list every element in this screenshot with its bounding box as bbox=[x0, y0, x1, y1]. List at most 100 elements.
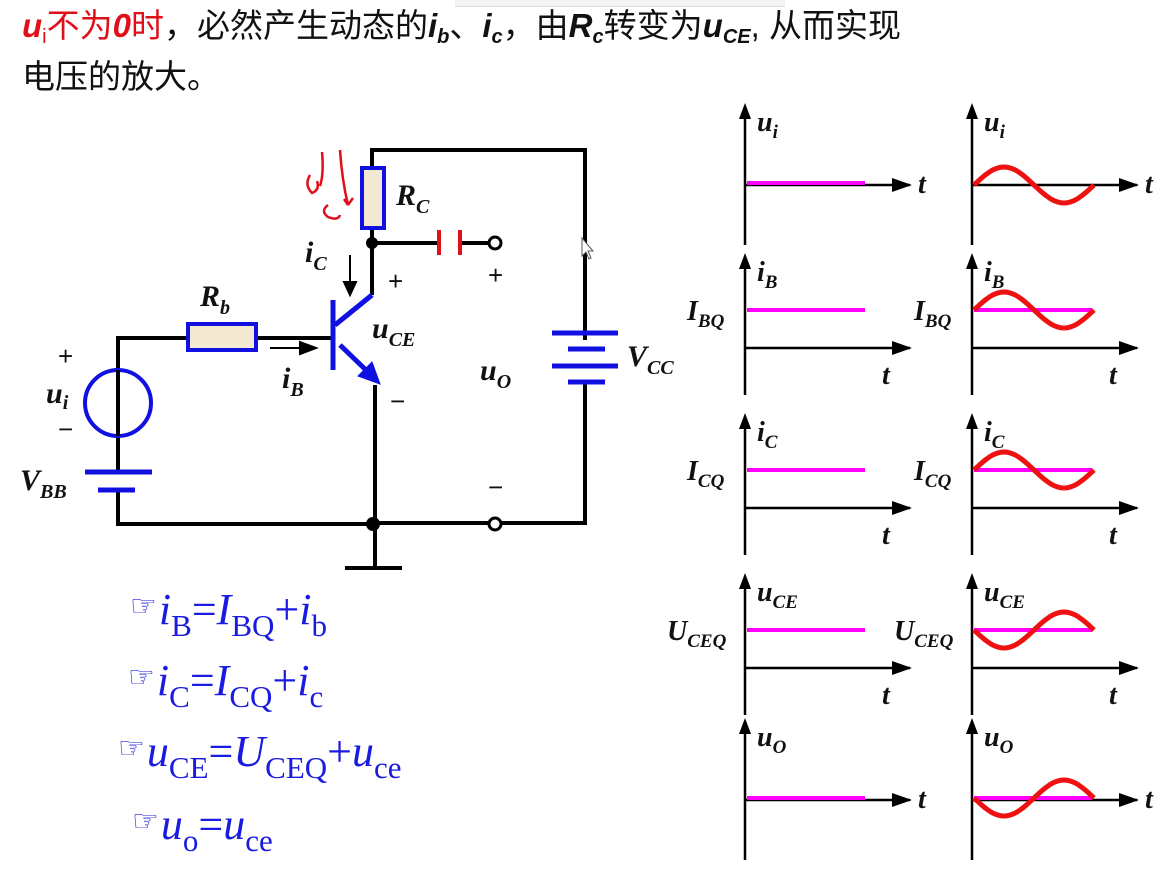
label-uce: uCE bbox=[372, 312, 415, 351]
y-axis-arrow-icon bbox=[739, 253, 751, 269]
x-axis-arrow-icon bbox=[892, 501, 912, 515]
sign-uce-plus: + bbox=[388, 266, 403, 296]
output-terminal-plus bbox=[487, 235, 503, 251]
waveform-static-ui: ui t bbox=[739, 103, 927, 245]
axis-label-iC: iC bbox=[757, 417, 778, 453]
ac-signal-curve bbox=[972, 777, 1096, 819]
x-axis-arrow-icon bbox=[1119, 178, 1139, 192]
quiescent-label-IBQ: IBQ bbox=[913, 296, 952, 332]
axis-label-uCE: uCE bbox=[757, 577, 798, 613]
label-vcc: VCC bbox=[627, 340, 674, 379]
formula-uce: ☞uCE=UCEQ+uce bbox=[118, 727, 402, 786]
label-ic: iC bbox=[305, 236, 327, 275]
quiescent-label-UCEQ: UCEQ bbox=[894, 616, 954, 652]
formula-ic: ☞iC=ICQ+ic bbox=[128, 656, 324, 715]
quiescent-label-ICQ: ICQ bbox=[913, 456, 952, 492]
ac-signal-curve bbox=[972, 609, 1096, 651]
label-ib: iB bbox=[282, 362, 304, 401]
formula-uo: ☞uo=uce bbox=[132, 800, 273, 859]
axis-label-t: t bbox=[1109, 680, 1118, 711]
waveform-dynamic-iC: iC t ICQ bbox=[913, 413, 1139, 555]
axis-label-t: t bbox=[1109, 360, 1118, 391]
transistor-npn-icon bbox=[330, 293, 381, 385]
axis-label-iB: iB bbox=[984, 257, 1004, 293]
x-axis-arrow-icon bbox=[892, 793, 912, 807]
x-axis-arrow-icon bbox=[1119, 341, 1139, 355]
pointing-hand-icon: ☞ bbox=[128, 661, 155, 694]
sign-ui-plus: + bbox=[58, 341, 73, 371]
mouse-cursor-icon bbox=[581, 236, 595, 260]
arrow-ib-icon bbox=[270, 340, 319, 356]
label-rc: RC bbox=[395, 179, 430, 218]
axis-label-t: t bbox=[1109, 520, 1118, 551]
x-axis-arrow-icon bbox=[892, 178, 912, 192]
y-axis-arrow-icon bbox=[966, 413, 978, 429]
pointing-hand-icon: ☞ bbox=[118, 732, 145, 765]
wire-left-top bbox=[116, 336, 187, 375]
formula-ib: ☞iB=IBQ+ib bbox=[130, 585, 327, 644]
axis-label-t: t bbox=[1145, 169, 1154, 200]
y-axis-arrow-icon bbox=[966, 103, 978, 119]
window-top-strip bbox=[455, 0, 785, 7]
pointing-hand-icon: ☞ bbox=[130, 590, 157, 623]
label-vbb: VBB bbox=[20, 464, 67, 503]
waveform-static-iC: iC t ICQ bbox=[686, 413, 912, 555]
x-axis-arrow-icon bbox=[892, 341, 912, 355]
headline-text: ，必然产生动态的 bbox=[163, 7, 428, 44]
resistor-rc bbox=[360, 166, 386, 230]
resistor-rb bbox=[186, 322, 258, 352]
axis-label-uO: uO bbox=[757, 722, 787, 758]
headline: ui不为0时，必然产生动态的ib、ic，由Rc转变为uCE, 从而实现 电压的放… bbox=[22, 7, 901, 95]
pointing-hand-icon: ☞ bbox=[132, 805, 159, 838]
sign-uo-plus: + bbox=[488, 260, 503, 290]
x-axis-arrow-icon bbox=[892, 661, 912, 675]
capacitor-icon bbox=[437, 230, 462, 255]
axis-label-ui: ui bbox=[757, 107, 779, 143]
handwritten-ic-annotation bbox=[306, 149, 355, 220]
battery-vcc-icon bbox=[552, 330, 618, 385]
y-axis-arrow-icon bbox=[739, 103, 751, 119]
y-axis-arrow-icon bbox=[966, 573, 978, 589]
y-axis-arrow-icon bbox=[966, 253, 978, 269]
junction-collector bbox=[366, 237, 378, 249]
x-axis-arrow-icon bbox=[1119, 501, 1139, 515]
x-axis-arrow-icon bbox=[1119, 793, 1139, 807]
headline-condition: ui不为0时 bbox=[22, 7, 164, 48]
axis-label-iB: iB bbox=[757, 257, 777, 293]
y-axis-arrow-icon bbox=[966, 718, 978, 734]
label-uo: uO bbox=[480, 354, 511, 393]
axis-label-uCE: uCE bbox=[984, 577, 1025, 613]
junction-ground bbox=[366, 517, 380, 531]
ib-var: i bbox=[427, 7, 438, 44]
headline-line2: 电压的放大。 bbox=[22, 58, 220, 95]
wire-bottom-vcc bbox=[373, 383, 587, 525]
waveform-dynamic-iB: iB t IBQ bbox=[913, 253, 1139, 395]
axis-label-t: t bbox=[882, 520, 891, 551]
waveform-dynamic-uCE: uCE t UCEQ bbox=[894, 573, 1139, 715]
waveform-static-uO: uO t bbox=[739, 718, 927, 860]
battery-vbb-icon bbox=[85, 469, 152, 493]
axis-label-t: t bbox=[882, 680, 891, 711]
output-terminal-minus bbox=[487, 516, 503, 532]
sign-uo-minus: − bbox=[488, 472, 503, 502]
quiescent-label-ICQ: ICQ bbox=[686, 456, 725, 492]
ac-signal-curve bbox=[972, 164, 1096, 206]
y-axis-arrow-icon bbox=[739, 718, 751, 734]
sign-ui-minus: − bbox=[58, 414, 73, 444]
x-axis-arrow-icon bbox=[1119, 661, 1139, 675]
ac-signal-curve bbox=[972, 289, 1096, 331]
sign-uce-minus: − bbox=[390, 386, 405, 416]
axis-label-t: t bbox=[918, 169, 927, 200]
axis-label-ui: ui bbox=[984, 107, 1006, 143]
axis-label-t: t bbox=[918, 784, 927, 815]
axis-label-iC: iC bbox=[984, 417, 1005, 453]
arrow-ic-icon bbox=[342, 255, 358, 298]
axis-label-t: t bbox=[1145, 784, 1154, 815]
label-ui: ui bbox=[46, 377, 69, 414]
waveform-panels: uituitiBtIBQiBtIBQiCtICQiCtICQuCEtUCEQuC… bbox=[667, 103, 1154, 860]
label-rb: Rb bbox=[199, 280, 230, 319]
y-axis-arrow-icon bbox=[739, 413, 751, 429]
y-axis-arrow-icon bbox=[739, 573, 751, 589]
